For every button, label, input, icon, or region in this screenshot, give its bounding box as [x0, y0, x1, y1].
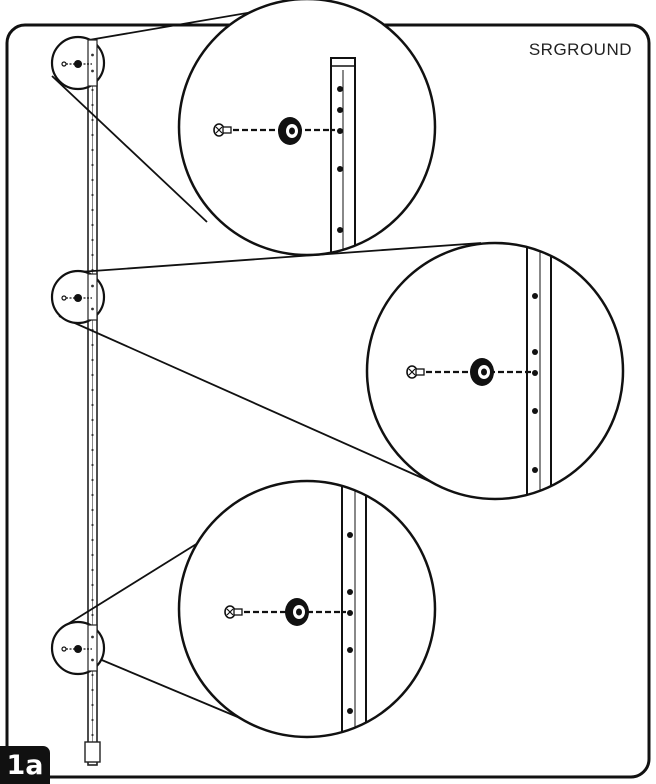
strip-hole	[91, 493, 94, 497]
strip-hole	[91, 538, 94, 542]
strip-hole	[91, 373, 94, 377]
strip-hole	[91, 358, 94, 362]
strip-hole	[91, 403, 94, 407]
strip-hole	[91, 673, 94, 677]
strip-hole	[91, 688, 94, 692]
rail-strip-icon	[526, 243, 552, 499]
strip-hole	[91, 613, 94, 617]
strip-hole	[91, 238, 94, 242]
strip-hole	[91, 508, 94, 512]
strip-hole	[91, 703, 94, 707]
strip-hole	[91, 223, 94, 227]
strip-hole	[91, 523, 94, 527]
ground-screw-icon	[224, 605, 243, 619]
strip-hole	[91, 433, 94, 437]
product-code-label: SRGROUND	[528, 40, 632, 59]
callout-circle-top-small	[50, 35, 106, 91]
ground-washer-icon	[278, 117, 302, 145]
strip-hole	[91, 133, 94, 137]
strip-hole	[91, 598, 94, 602]
strip-hole	[91, 733, 94, 737]
magnified-view-top	[177, 0, 437, 257]
strip-hole	[91, 118, 94, 122]
strip-hole	[91, 88, 94, 92]
strip-hole	[91, 583, 94, 587]
zoom-connector-lines	[51, 0, 482, 719]
strip-hole	[91, 178, 94, 182]
strip-hole	[91, 388, 94, 392]
ground-screw-icon	[213, 123, 232, 137]
ground-washer-icon	[285, 598, 309, 626]
strip-hole	[91, 208, 94, 212]
strip-hole	[91, 718, 94, 722]
strip-hole	[91, 253, 94, 257]
strip-hole	[91, 463, 94, 467]
callout-circle-middle-small	[50, 269, 106, 325]
ground-washer-icon	[470, 358, 494, 386]
magnified-view-bottom	[177, 479, 437, 739]
callout-circle-bottom-small	[50, 620, 106, 676]
strip-hole	[91, 478, 94, 482]
strip-hole	[91, 103, 94, 107]
step-badge: 1a	[0, 746, 50, 784]
ground-screw-icon	[406, 365, 425, 379]
strip-hole	[91, 448, 94, 452]
strip-hole	[91, 343, 94, 347]
strip-hole	[91, 193, 94, 197]
strip-hole	[91, 148, 94, 152]
strip-hole	[91, 418, 94, 422]
strip-hole	[91, 553, 94, 557]
rail-strip-icon	[341, 481, 367, 737]
strip-hole	[91, 163, 94, 167]
strip-hole	[91, 568, 94, 572]
magnified-view-middle	[365, 241, 625, 501]
